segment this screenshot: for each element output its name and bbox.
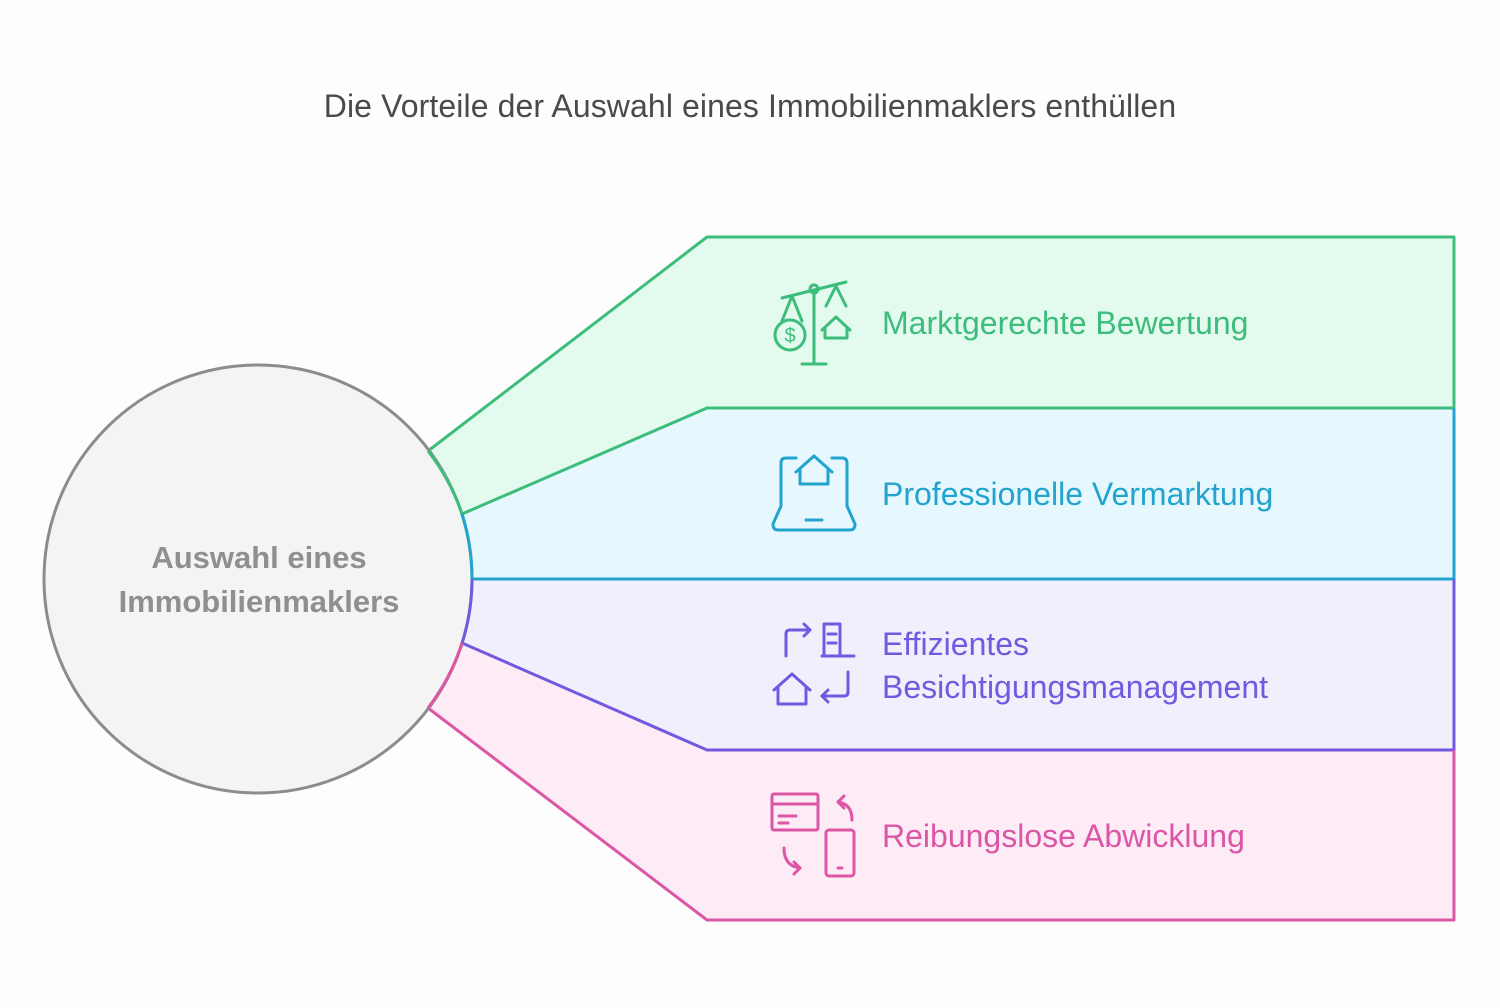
branch-label-2: Professionelle Vermarktung [882,473,1273,516]
arc-segment-4 [426,642,464,709]
branch-4-line1: Reibungslose Abwicklung [882,818,1245,854]
branch-label-3: Effizientes Besichtigungsmanagement [882,623,1268,709]
branch-band-2 [462,408,1454,579]
center-node-label: Auswahl eines Immobilienmaklers [59,536,459,624]
viewing-schedule-icon [766,616,862,712]
center-label-line1: Auswahl eines [151,540,367,575]
page-title: Die Vorteile der Auswahl eines Immobilie… [323,88,1177,124]
branch-band-4 [428,643,1454,920]
branch-2-line1: Professionelle Vermarktung [882,476,1274,512]
arc-segment-2 [460,513,474,580]
arc-segment-3 [460,578,474,644]
branch-label-1: Marktgerechte Bewertung [882,302,1248,345]
branch-outline-3 [461,579,1456,752]
laptop-house-icon [766,446,862,542]
branch-band-3 [462,579,1454,750]
center-label-line2: Immobilienmaklers [118,584,400,619]
branch-band-1 [428,237,1454,514]
branch-3-line1: Effizientes [882,626,1030,662]
branch-3-line2: Besichtigungsmanagement [882,669,1269,705]
svg-text:$: $ [784,325,795,347]
scale-money-house-icon: $ [766,276,862,372]
branch-1-line1: Marktgerechte Bewertung [882,305,1249,341]
branch-outline-4 [427,706,1456,922]
branch-outline-1 [427,235,1456,516]
branch-label-4: Reibungslose Abwicklung [882,815,1245,858]
arc-segment-1 [426,450,464,515]
card-phone-exchange-icon [766,786,862,882]
